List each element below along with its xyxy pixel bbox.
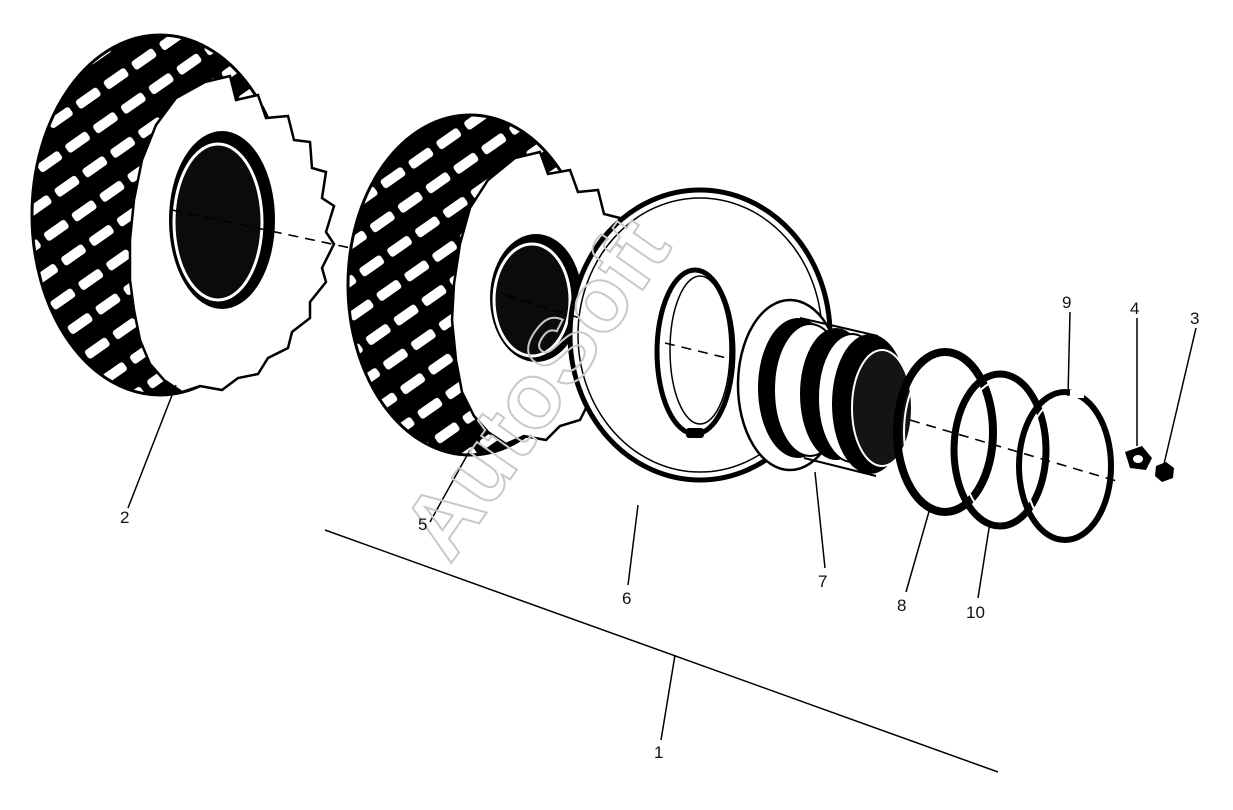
callout-6: 6	[622, 589, 631, 608]
nut-3	[1155, 462, 1174, 482]
callout-4: 4	[1130, 299, 1139, 318]
washer-4	[1125, 446, 1152, 470]
callout-10: 10	[966, 603, 985, 622]
callout-labels: 1 2 3 4 5 6 7 8 9 10	[120, 293, 1199, 762]
ring-8	[893, 348, 997, 516]
callout-3: 3	[1190, 309, 1199, 328]
callout-2: 2	[120, 508, 129, 527]
callout-7: 7	[818, 572, 827, 591]
center-axis	[171, 209, 1121, 483]
callout-1: 1	[654, 743, 663, 762]
callout-8: 8	[897, 596, 906, 615]
leader-lines	[127, 311, 1197, 741]
assembly-baseline	[324, 529, 999, 773]
ring-9	[1016, 389, 1114, 543]
tire-2	[30, 33, 336, 397]
callout-9: 9	[1062, 293, 1071, 312]
callout-5: 5	[418, 515, 427, 534]
ring-10	[950, 370, 1050, 530]
hub-7	[736, 298, 913, 477]
